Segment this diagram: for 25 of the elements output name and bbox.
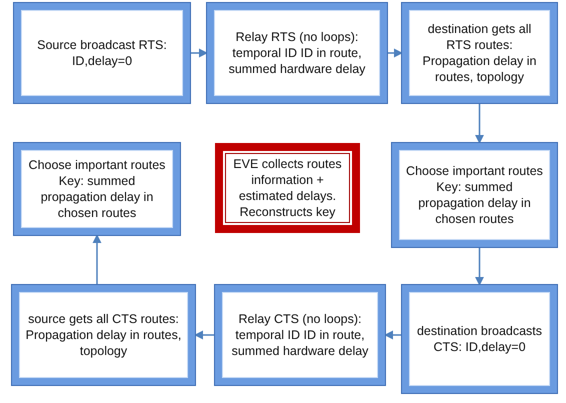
process-box: [392, 143, 557, 247]
process-box: [402, 3, 557, 103]
process-box: [14, 143, 180, 235]
node-text: Choose important routes Key: summed propagation delay in chosen routes: [405, 162, 544, 228]
highlighted-box: [215, 143, 360, 233]
node-text: Source broadcast RTS: ID,delay=0: [36, 36, 168, 70]
arrow: [194, 330, 215, 340]
node-text: Relay RTS (no loops): temporal ID ID in route, summed hardware delay: [228, 28, 366, 78]
arrow: [92, 234, 102, 285]
node-text: source gets all CTS routes: Propagation delay in routes, topology: [25, 310, 182, 360]
process-box: [402, 285, 557, 393]
node-text: destination broadcasts CTS: ID,delay=0: [416, 322, 544, 356]
process-box: [207, 3, 387, 103]
process-box: [215, 285, 385, 385]
node-text: destination gets all RTS routes: Propagation delay in routes, topology: [422, 20, 538, 86]
node-text: Choose important routes Key: summed propagation delay in chosen routes: [28, 156, 166, 222]
node-text: Relay CTS (no loops): temporal ID ID in route, summed hardware delay: [230, 310, 370, 360]
node-text: EVE collects routes information + estimated delays. Reconstructs key: [232, 156, 343, 220]
process-box: [14, 3, 190, 103]
arrow: [384, 330, 402, 340]
process-box: [12, 285, 195, 385]
arrow: [190, 48, 208, 58]
arrow: [475, 247, 484, 286]
arrow: [387, 48, 403, 58]
arrow: [475, 103, 484, 144]
